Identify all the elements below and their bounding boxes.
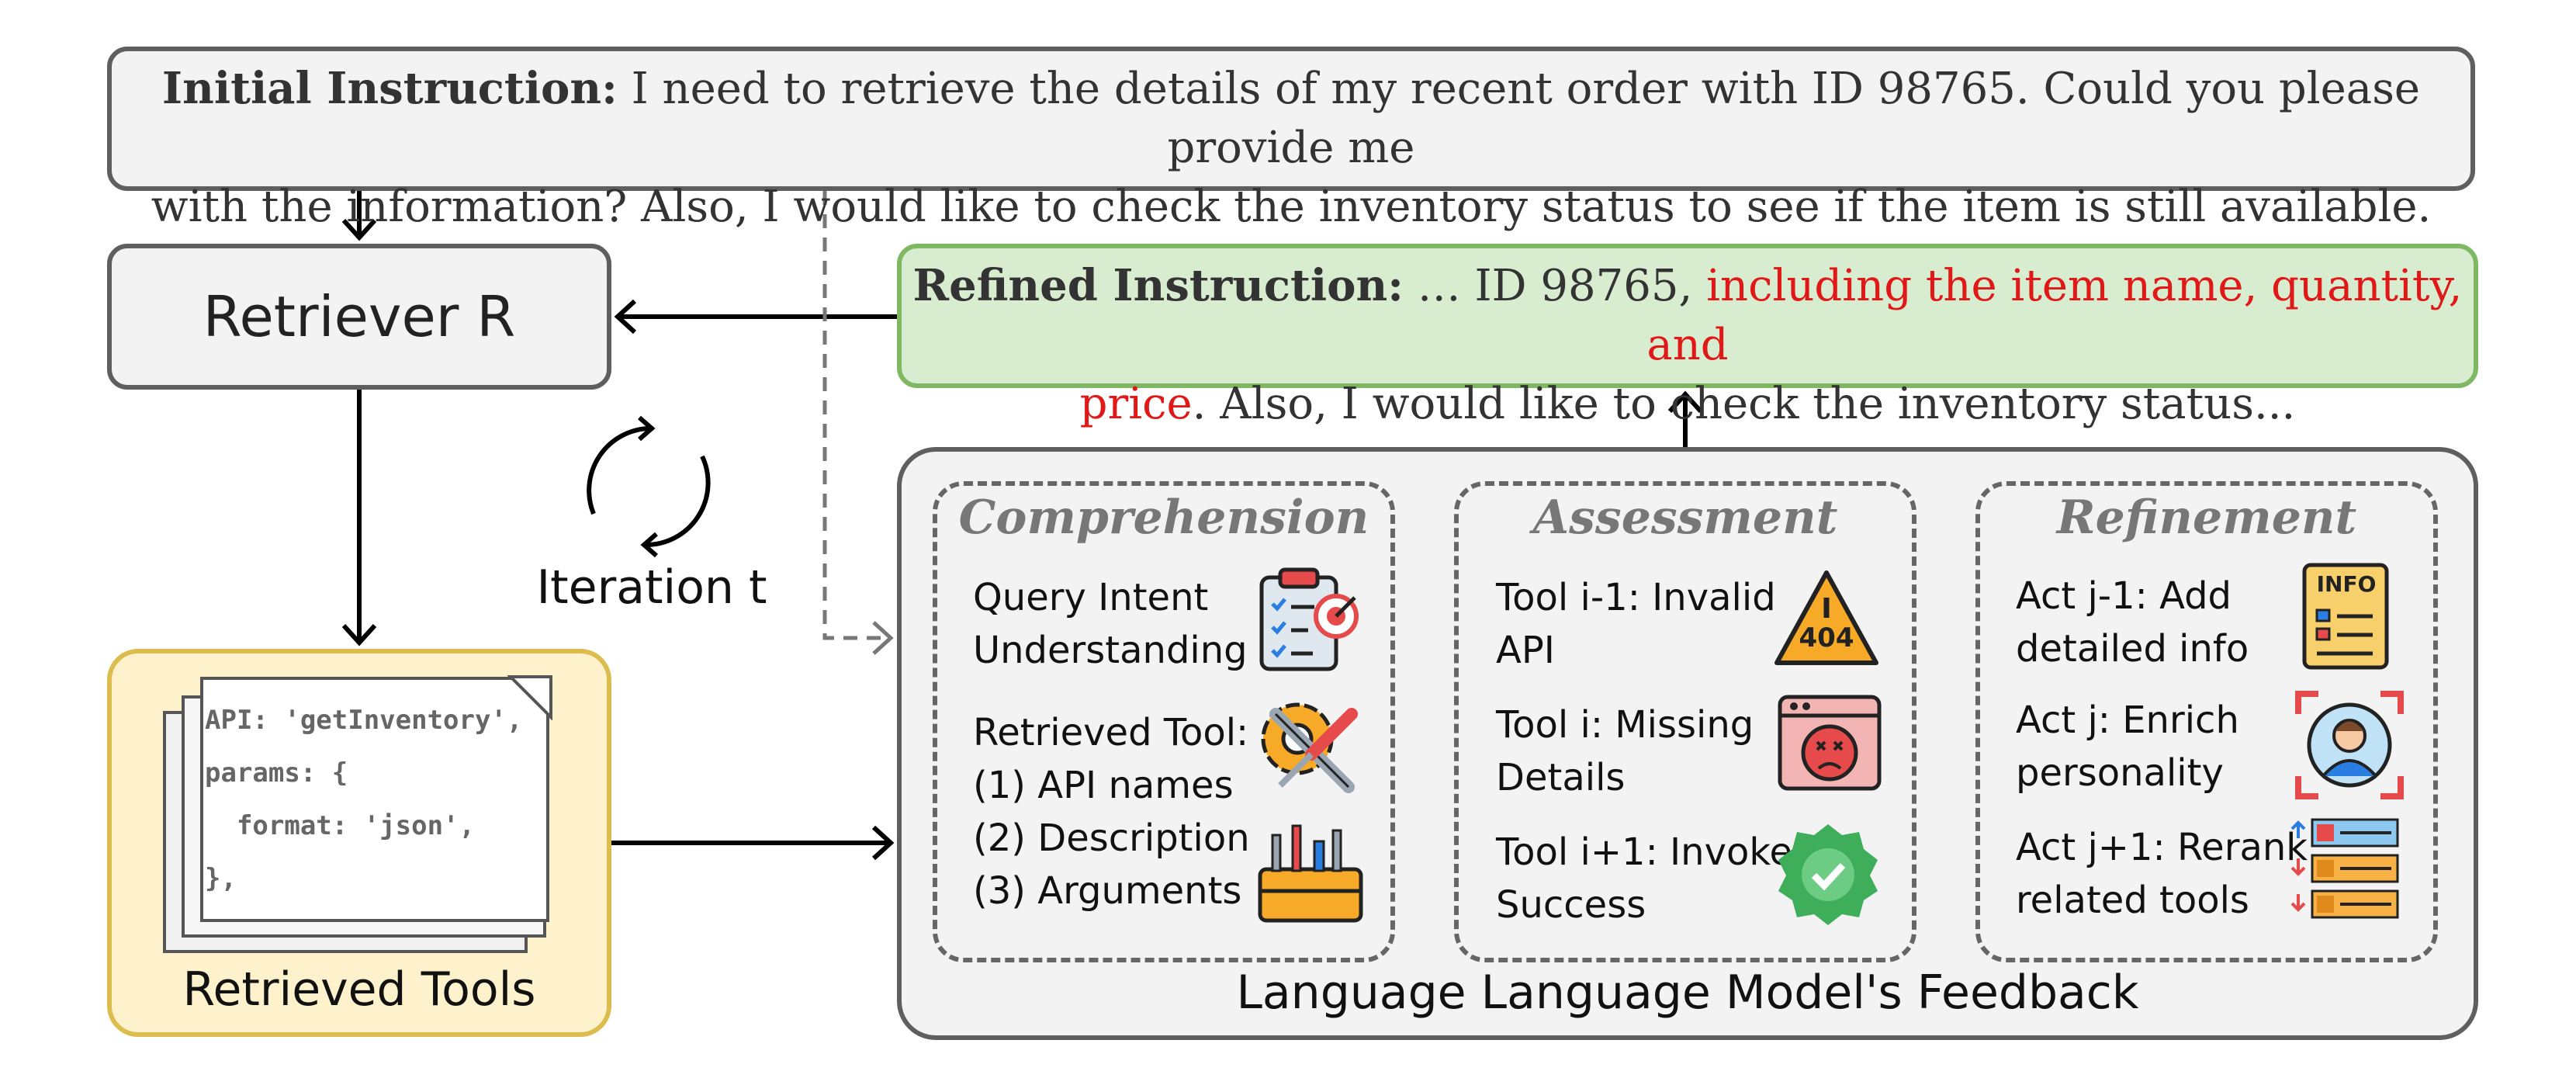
- tool-code-line-3: format: 'json',: [205, 810, 475, 841]
- refined-highlight1: including the item name, quantity, and: [1646, 261, 2463, 370]
- initial-instruction-line1: I need to retrieve the details of my rec…: [631, 64, 2421, 173]
- refined-part2: . Also, I would like to check the invent…: [1192, 379, 2296, 429]
- tool-line3: (2) Description: [973, 816, 1250, 860]
- r3-line2: related tools: [2016, 879, 2249, 922]
- assessment-title: Assessment: [1532, 491, 1838, 545]
- r2-line1: Act j: Enrich: [2016, 699, 2239, 742]
- refined-instruction-heading: Refined Instruction:: [912, 260, 1404, 311]
- refinement-item-1: Act j-1: Add detailed info: [2016, 570, 2249, 675]
- comprehension-query: Query Intent Understanding: [973, 571, 1248, 677]
- r1-line1: Act j-1: Add: [2016, 574, 2232, 618]
- warning-code: 404: [1799, 622, 1854, 653]
- tool-code-line-2: params: {: [205, 757, 348, 789]
- success-badge-icon: [1778, 824, 1878, 925]
- dashed-arrowhead: [872, 621, 894, 655]
- refined-highlight2: price: [1079, 379, 1193, 429]
- a2-line1: Tool i: Missing: [1496, 703, 1754, 747]
- assessment-item-3: Tool i+1: Invoke Success: [1496, 826, 1792, 931]
- r3-line1: Act j+1: Rerank: [2016, 826, 2308, 869]
- rerank-list-icon: [2290, 818, 2399, 919]
- arrow-refined-to-retriever: [614, 299, 897, 335]
- arrow-retriever-to-tools: [341, 390, 377, 647]
- arrow-initial-to-retriever: [341, 191, 377, 241]
- info-badge: INFO: [2316, 571, 2377, 597]
- retriever-label: Retriever R: [203, 284, 516, 349]
- clipboard-target-icon: [1259, 567, 1359, 671]
- initial-instruction-heading: Initial Instruction:: [161, 63, 618, 114]
- refined-instruction-box: Refined Instruction: … ID 98765, includi…: [897, 244, 2478, 429]
- a3-line2: Success: [1496, 883, 1646, 927]
- tool-line1: Retrieved Tool:: [973, 711, 1249, 754]
- r2-line2: personality: [2016, 751, 2224, 795]
- iteration-label: Iteration t: [536, 560, 767, 615]
- doc-fold-icon: [507, 675, 552, 720]
- tool-line2: (1) API names: [973, 764, 1234, 807]
- assessment-item-1: Tool i-1: Invalid API: [1496, 571, 1776, 677]
- refinement-panel: [1975, 481, 2438, 962]
- info-document-icon: INFO: [2300, 560, 2393, 674]
- feedback-box: [897, 447, 2478, 1040]
- initial-instruction-line2: with the information? Also, I would like…: [151, 182, 2432, 232]
- comprehension-title: Comprehension: [958, 491, 1369, 545]
- assessment-item-2: Tool i: Missing Details: [1496, 699, 1754, 804]
- comprehension-tool: Retrieved Tool: (1) API names (2) Descri…: [973, 706, 1250, 917]
- retriever-box: Retriever R: [107, 244, 611, 390]
- feedback-label: Language Language Model's Feedback: [1236, 965, 2139, 1020]
- refinement-item-3: Act j+1: Rerank related tools: [2016, 821, 2308, 927]
- assessment-panel: [1454, 481, 1916, 962]
- a2-line2: Details: [1496, 756, 1626, 799]
- arrow-feedback-to-refined: [1667, 390, 1703, 447]
- a1-line1: Tool i-1: Invalid: [1496, 576, 1776, 619]
- person-target-icon: [2295, 691, 2404, 799]
- initial-instruction-box: Initial Instruction: I need to retrieve …: [107, 47, 2475, 232]
- cycle-icon: [587, 415, 711, 558]
- tool-code-line-4: },: [205, 863, 237, 894]
- warning-404-icon: 404: [1772, 568, 1881, 669]
- query-line1: Query Intent: [973, 576, 1209, 619]
- query-line2: Understanding: [973, 629, 1248, 672]
- error-browser-icon: [1778, 695, 1882, 791]
- tool-code-line-1: API: 'getInventory',: [205, 705, 523, 736]
- a1-line2: API: [1496, 629, 1555, 672]
- retrieved-tools-label: Retrieved Tools: [182, 962, 536, 1017]
- toolbox-icon: [1258, 824, 1363, 923]
- comprehension-panel: [933, 481, 1395, 962]
- refinement-item-2: Act j: Enrich personality: [2016, 694, 2239, 799]
- dashed-arrow-initial-to-feedback: [822, 191, 891, 640]
- r1-line2: detailed info: [2016, 627, 2249, 671]
- refinement-title: Refinement: [2056, 491, 2357, 545]
- tool-line4: (3) Arguments: [973, 869, 1242, 913]
- arrow-tools-to-feedback: [611, 825, 895, 861]
- refined-part1: … ID 98765,: [1417, 261, 1707, 311]
- tool-doc-front: [200, 677, 549, 922]
- gear-wrench-icon: [1261, 702, 1358, 793]
- a3-line1: Tool i+1: Invoke: [1496, 830, 1792, 874]
